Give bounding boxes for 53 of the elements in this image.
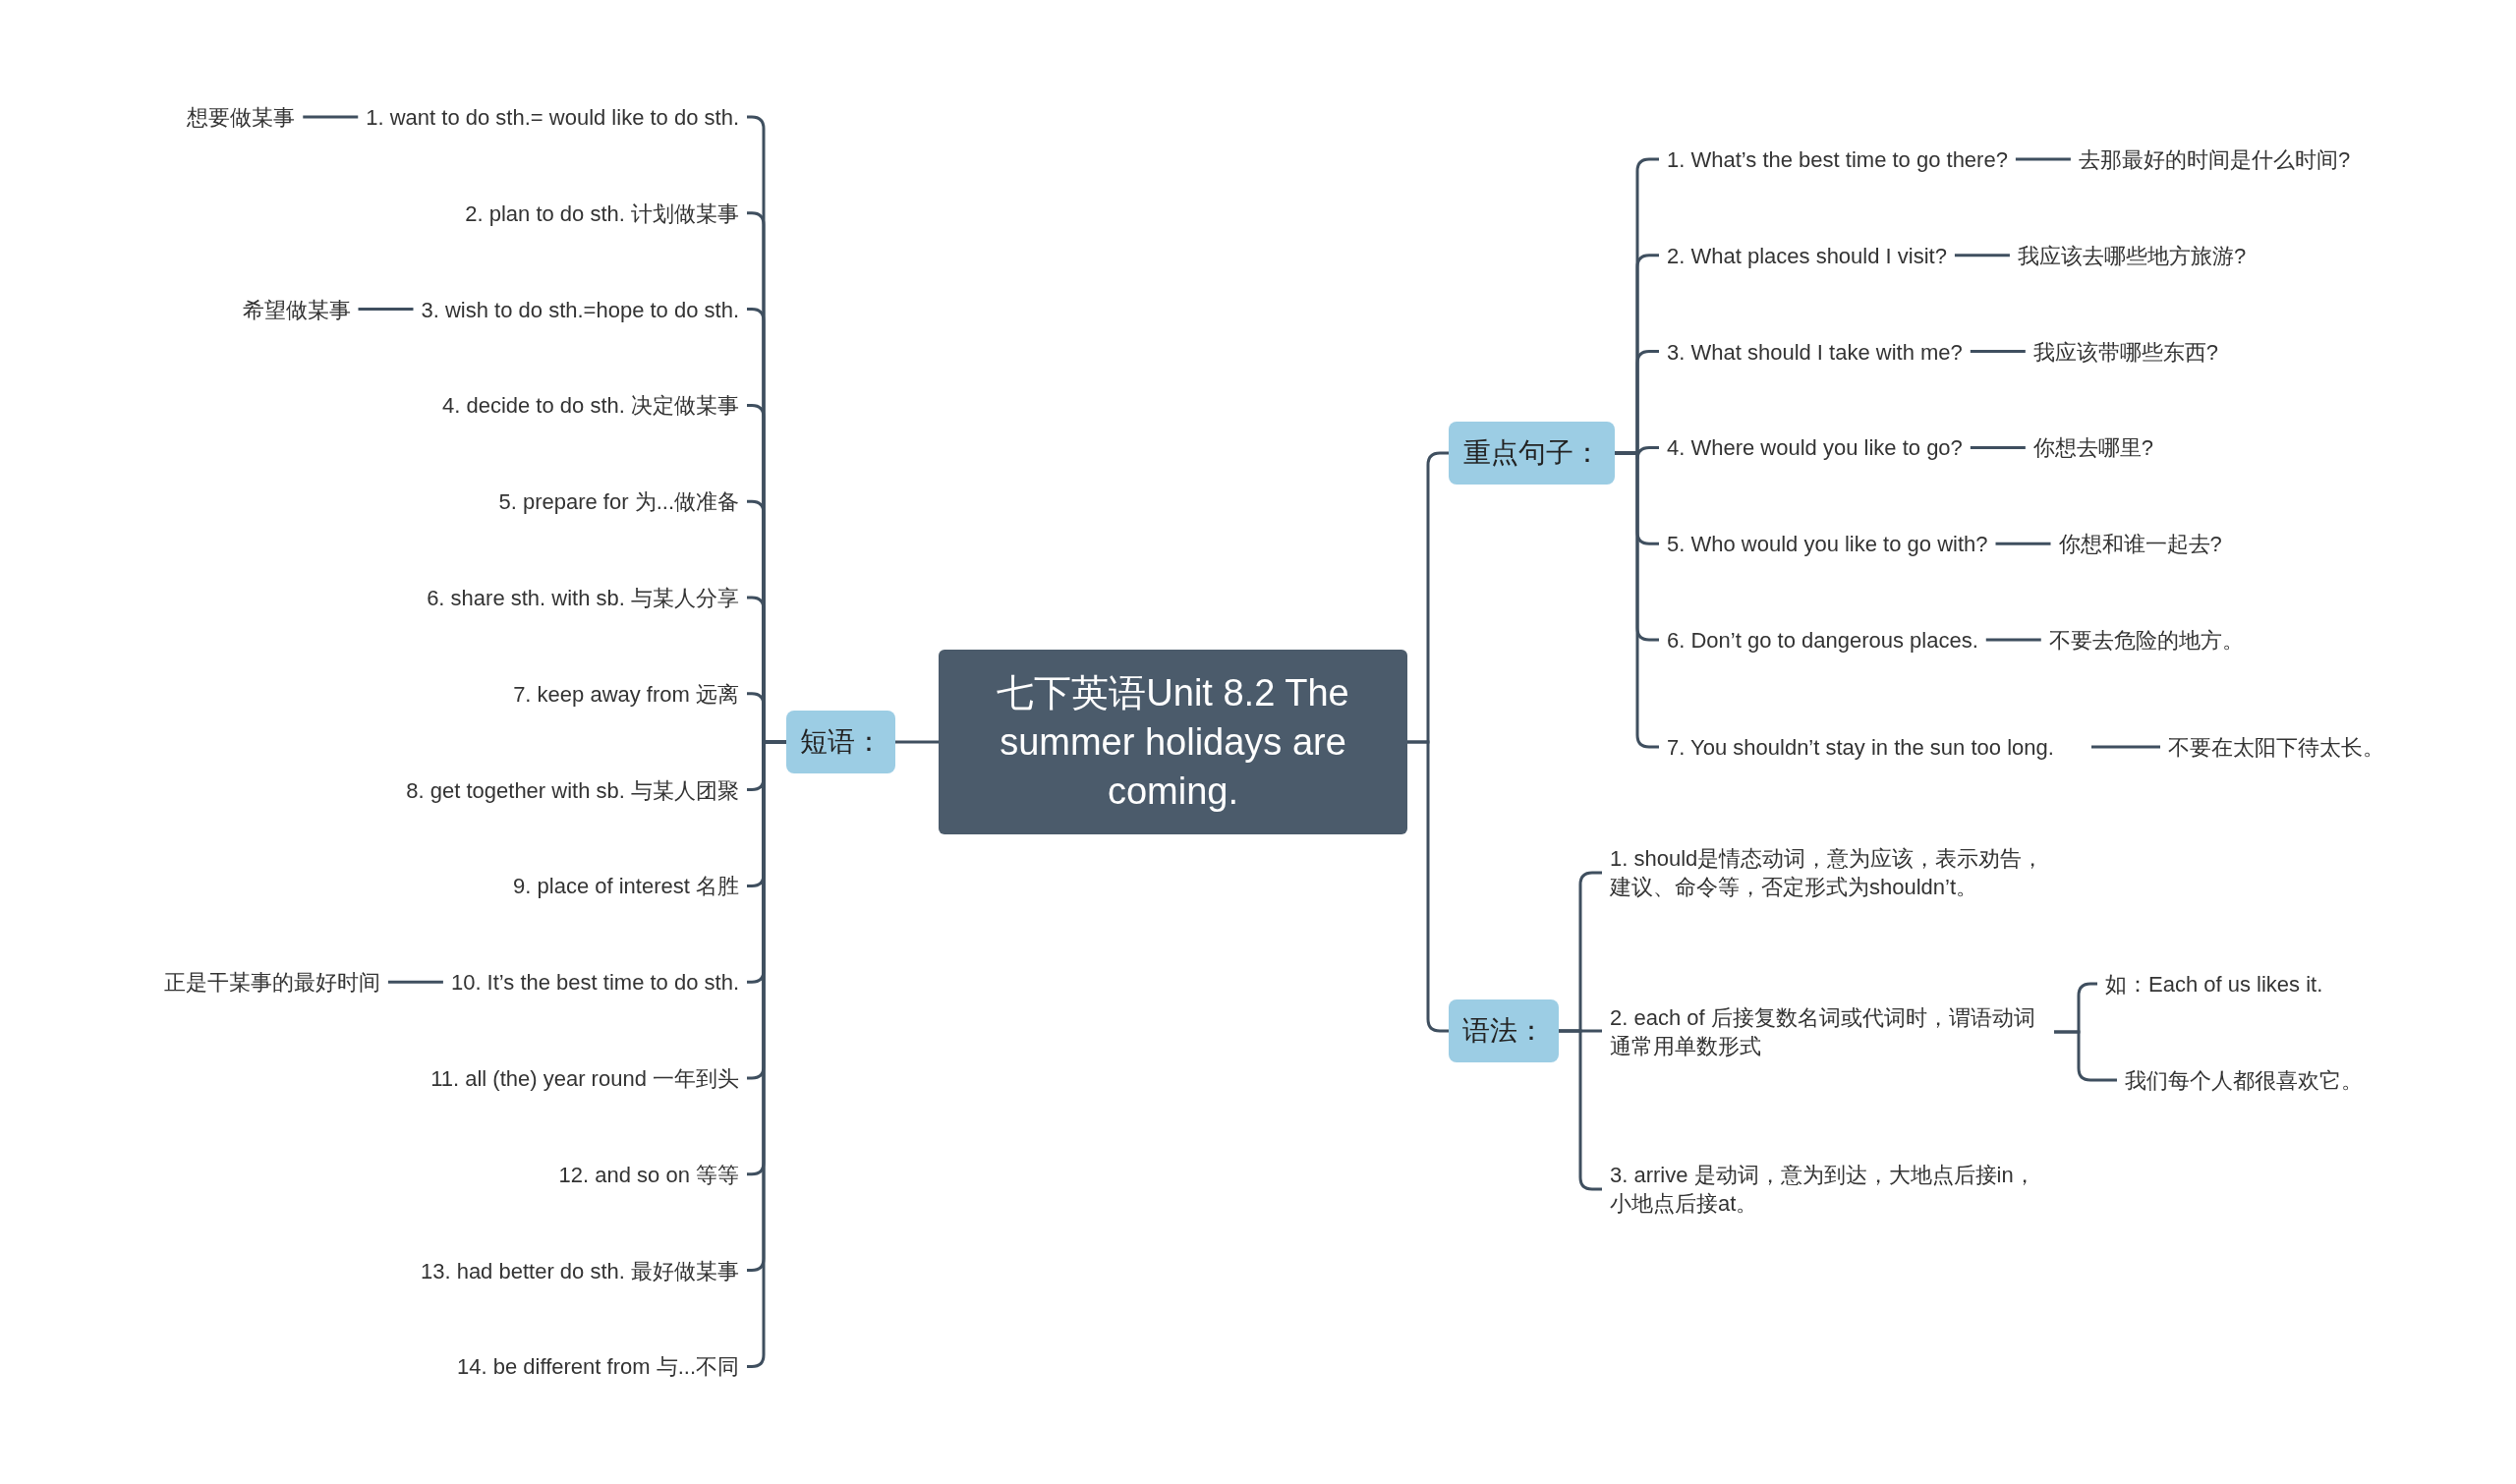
topic-text: 1. What’s the best time to go there?	[1659, 144, 2016, 174]
topic-text: 7. You shouldn’t stay in the sun too long.	[1659, 732, 2091, 762]
topic-text: 3. What should I take with me?	[1659, 337, 1971, 367]
topic-box: 重点句子：	[1449, 422, 1615, 485]
topic-text: 14. be different from 与...不同	[449, 1351, 747, 1381]
topic-text: 4. Where would you like to go?	[1659, 432, 1971, 462]
topic-text: 5. Who would you like to go with?	[1659, 529, 1996, 558]
topic-box: 语法：	[1449, 999, 1559, 1062]
topic-text: 我应该去哪些地方旅游?	[2009, 241, 2255, 270]
connector-line	[895, 740, 939, 744]
connector-line	[1985, 638, 2041, 642]
topic-text: 11. all (the) year round 一年到头	[423, 1063, 747, 1093]
topic-text: 希望做某事	[234, 295, 359, 324]
connector-line	[1954, 254, 2010, 257]
topic-text: 3. wish to do sth.=hope to do sth.	[413, 295, 747, 324]
topic-text: 4. decide to do sth. 决定做某事	[433, 390, 747, 420]
topic-text: 12. and so on 等等	[550, 1160, 747, 1189]
topic-text: 6. Don’t go to dangerous places.	[1659, 625, 1986, 655]
topic-text: 正是干某事的最好时间	[155, 967, 388, 997]
topic-text: 2. each of 后接复数名词或代词时，谓语动词通常用单数形式	[1602, 1003, 2054, 1060]
topic-text: 我们每个人都很喜欢它。	[2117, 1065, 2371, 1095]
topic-box: 短语：	[786, 711, 895, 773]
topic-text: 去那最好的时间是什么时间?	[2070, 144, 2359, 174]
connector-line	[1995, 542, 2051, 545]
connector-line	[1407, 740, 1449, 1033]
topic-text: 不要去危险的地方。	[2040, 625, 2252, 655]
connector-line	[303, 115, 359, 119]
topic-text: 我应该带哪些东西?	[2025, 337, 2227, 367]
topic-text: 6. share sth. with sb. 与某人分享	[419, 583, 747, 612]
topic-text: 13. had better do sth. 最好做某事	[412, 1256, 747, 1285]
connector-line	[2091, 745, 2160, 749]
topic-text: 3. arrive 是动词，意为到达，大地点后接in，小地点后接at。	[1602, 1161, 2054, 1218]
connector-line	[2015, 157, 2071, 161]
connector-line	[387, 980, 443, 984]
topic-text: 9. place of interest 名胜	[505, 871, 747, 900]
connector-line	[2054, 1030, 2117, 1082]
topic-text: 不要在太阳下待太长。	[2160, 732, 2392, 762]
central-topic-box: 七下英语Unit 8.2 The summer holidays are coming.	[939, 650, 1407, 834]
topic-text: 10. It’s the best time to do sth.	[442, 967, 747, 997]
topic-text: 如：Each of us likes it.	[2097, 969, 2331, 999]
topic-text: 1. want to do sth.= would like to do sth.	[358, 102, 747, 132]
topic-text: 你想和谁一起去?	[2050, 529, 2230, 558]
topic-text: 1. should是情态动词，意为应该，表示劝告，建议、命令等，否定形式为shouldn’t。	[1602, 844, 2054, 901]
connector-line	[358, 308, 414, 312]
topic-text: 2. What places should I visit?	[1659, 241, 1955, 270]
topic-text: 2. plan to do sth. 计划做某事	[457, 199, 747, 228]
topic-text: 5. prepare for 为...做准备	[490, 486, 747, 516]
topic-text: 7. keep away from 远离	[505, 679, 747, 709]
connector-line	[1970, 350, 2026, 354]
connector-line	[1970, 445, 2026, 449]
topic-text: 想要做某事	[179, 102, 304, 132]
topic-text: 你想去哪里?	[2025, 432, 2162, 462]
topic-text: 8. get together with sb. 与某人团聚	[398, 775, 747, 805]
